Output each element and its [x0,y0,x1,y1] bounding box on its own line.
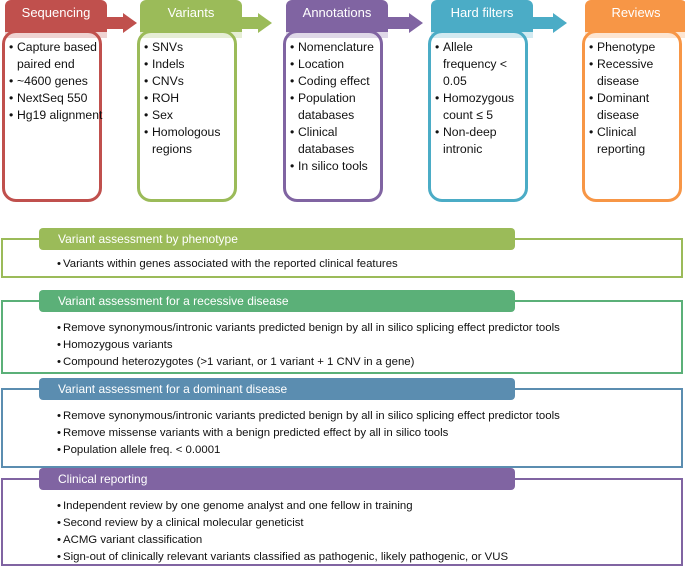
step-item: Homologous regions [144,124,238,158]
step-item: Clinical databases [290,124,384,158]
step-item: Population databases [290,90,384,124]
panel-item: Remove missense variants with a benign p… [57,425,560,442]
step-title: Hard filters [431,0,533,38]
step-title: Reviews [585,0,685,38]
step-title: Annotations [286,0,388,38]
step-items: PhenotypeRecessive diseaseDominant disea… [589,39,683,158]
panel-variant-assessment-for-a-recessive-disease: Variant assessment for a recessive disea… [1,290,683,374]
step-item: Phenotype [589,39,683,56]
panel-item: Compound heterozygotes (>1 variant, or 1… [57,354,560,371]
step-item: Recessive disease [589,56,683,90]
step-item: Location [290,56,384,73]
arrow-right-icon [527,13,567,33]
step-item: Homozygous count ≤ 5 [435,90,529,124]
panel-item: Independent review by one genome analyst… [57,498,508,515]
panel-items: Independent review by one genome analyst… [57,498,508,566]
arrow-right-icon [97,13,137,33]
step-item: Coding effect [290,73,384,90]
arrow-right-icon [383,13,423,33]
panel-item: Remove synonymous/intronic variants pred… [57,320,560,337]
step-item: Dominant disease [589,90,683,124]
panel-items: Remove synonymous/intronic variants pred… [57,320,560,371]
panel-item: Remove synonymous/intronic variants pred… [57,408,560,425]
step-item: Indels [144,56,238,73]
panel-item: Sign-out of clinically relevant variants… [57,549,508,566]
panel-title: Variant assessment for a recessive disea… [39,290,515,312]
arrow-right-icon [232,13,272,33]
panel-item: Second review by a clinical molecular ge… [57,515,508,532]
step-item: Capture based paired end [9,39,103,73]
step-item: Nomenclature [290,39,384,56]
panel-item: Variants within genes associated with th… [57,256,398,273]
panel-title: Clinical reporting [39,468,515,490]
step-item: ROH [144,90,238,107]
panel-items: Variants within genes associated with th… [57,256,398,273]
step-title: Variants [140,0,242,38]
panel-item: ACMG variant classification [57,532,508,549]
panel-title: Variant assessment by phenotype [39,228,515,250]
step-item: ~4600 genes [9,73,103,90]
step-item: Non-deep intronic [435,124,529,158]
step-item: CNVs [144,73,238,90]
step-item: Allele frequency < 0.05 [435,39,529,90]
step-item: Clinical reporting [589,124,683,158]
step-items: NomenclatureLocationCoding effectPopulat… [290,39,384,175]
panel-title: Variant assessment for a dominant diseas… [39,378,515,400]
step-item: Sex [144,107,238,124]
panel-variant-assessment-for-a-dominant-disease: Variant assessment for a dominant diseas… [1,378,683,468]
step-item: NextSeq 550 [9,90,103,107]
step-item: In silico tools [290,158,384,175]
panel-items: Remove synonymous/intronic variants pred… [57,408,560,459]
step-items: Capture based paired end~4600 genesNextS… [9,39,103,124]
panel-variant-assessment-by-phenotype: Variant assessment by phenotypeVariants … [1,228,683,278]
panel-item: Homozygous variants [57,337,560,354]
step-items: SNVsIndelsCNVsROHSexHomologous regions [144,39,238,158]
panel-clinical-reporting: Clinical reportingIndependent review by … [1,468,683,566]
panel-item: Population allele freq. < 0.0001 [57,442,560,459]
step-items: Allele frequency < 0.05Homozygous count … [435,39,529,158]
step-item: Hg19 alignment [9,107,103,124]
step-item: SNVs [144,39,238,56]
step-title: Sequencing [5,0,107,38]
